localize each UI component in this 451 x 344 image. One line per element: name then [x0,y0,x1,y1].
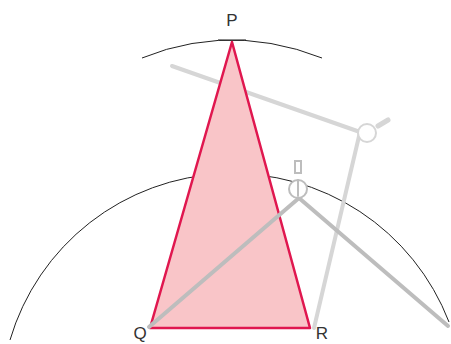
vertex-label: P [226,12,237,29]
vertex-label: Q [133,325,146,342]
compass [149,161,448,327]
vertex-label: R [316,325,328,342]
triangle [150,42,310,328]
